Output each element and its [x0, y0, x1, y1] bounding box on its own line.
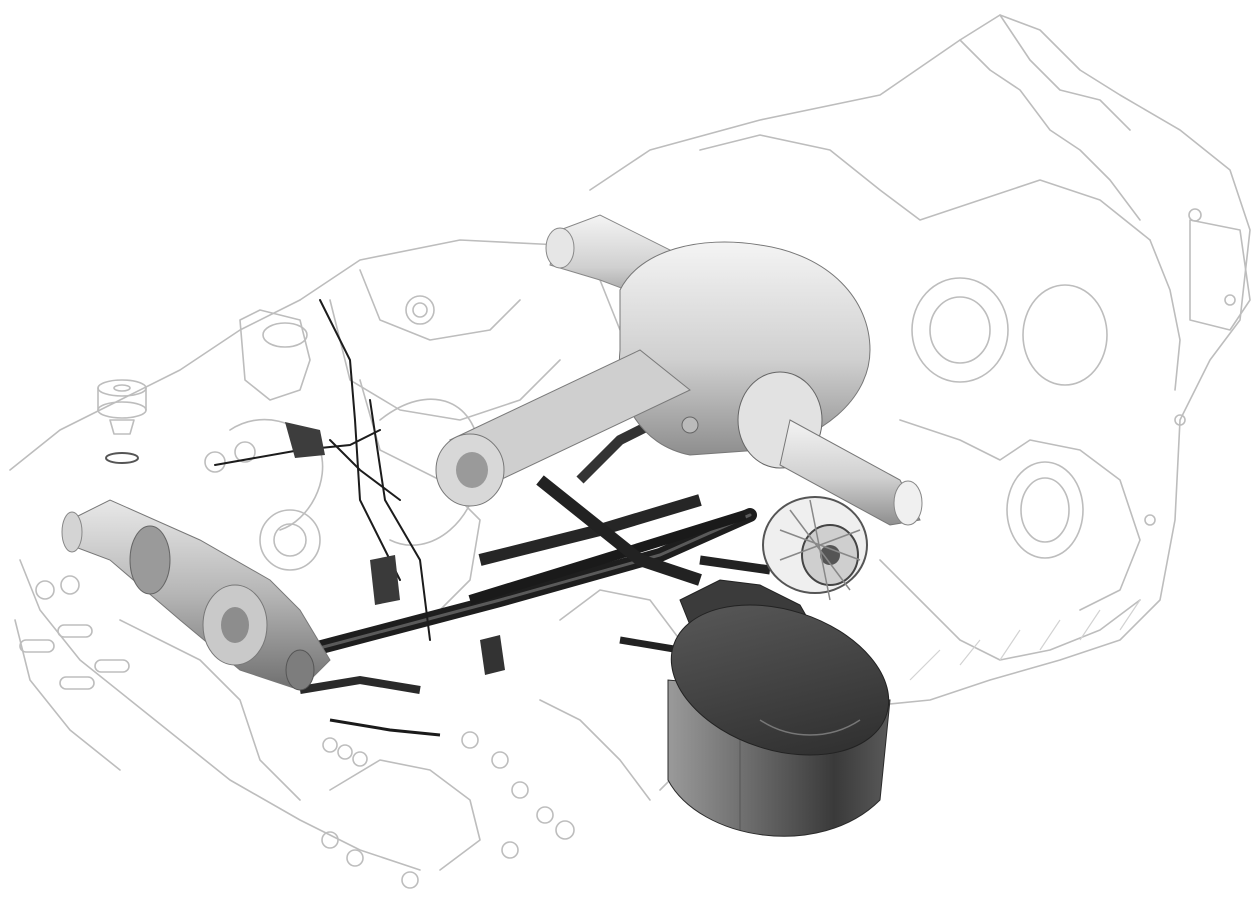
piston-pin-parts [97, 379, 147, 464]
crankshaft [435, 214, 923, 526]
crankcase-housing [9, 14, 1251, 871]
oil-pump-rotor [762, 496, 868, 601]
dowel-pins [19, 441, 256, 690]
camshaft [61, 499, 331, 691]
oil-galleries [214, 299, 771, 737]
oil-filter [667, 579, 891, 837]
fittings [321, 731, 575, 889]
